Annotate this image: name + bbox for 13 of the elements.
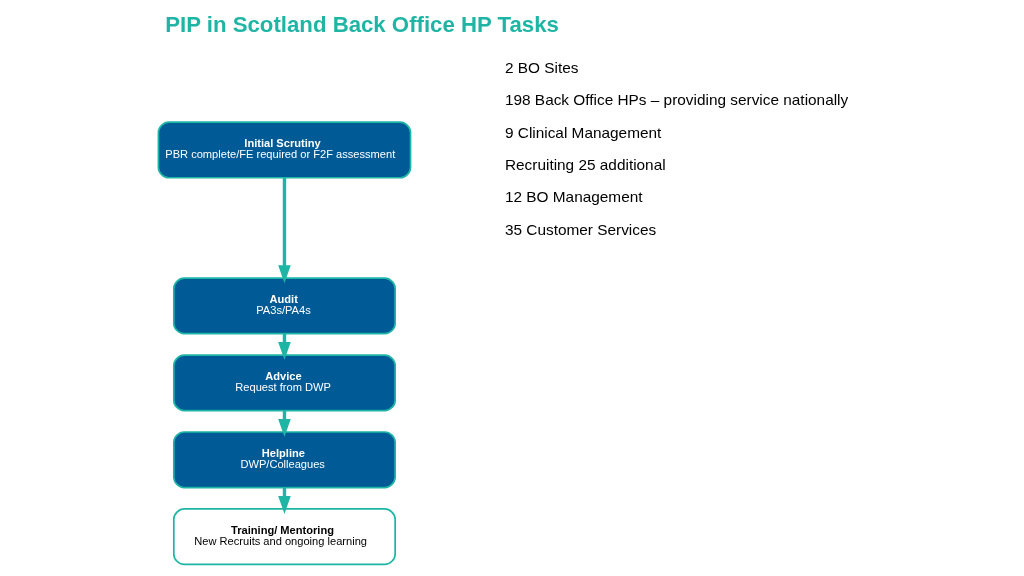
node-box: Training/ Mentoring New Recruits and ongoing learning bbox=[172, 508, 396, 566]
node-box: Advice Request from DWP bbox=[172, 354, 396, 412]
label: 12 BO Management bbox=[504, 188, 643, 206]
label: 9 Clinical Management bbox=[504, 123, 662, 141]
label: 198 Back Office HPs – providing service nationally bbox=[504, 91, 849, 109]
node-box: Helpline DWP/Colleagues bbox=[172, 431, 396, 489]
arrow bbox=[278, 178, 291, 284]
label: Recruiting 25 additional bbox=[504, 155, 666, 173]
label: 35 Customer Services bbox=[504, 220, 657, 238]
node-box: Audit PA3s/PA4s bbox=[172, 277, 396, 335]
node-box: Initial Scrutiny PBR complete/FE required or F2F assessment bbox=[157, 121, 412, 179]
diagram-title: PIP in Scotland Back Office HP Tasks bbox=[165, 11, 559, 37]
label: 2 BO Sites bbox=[504, 58, 579, 76]
